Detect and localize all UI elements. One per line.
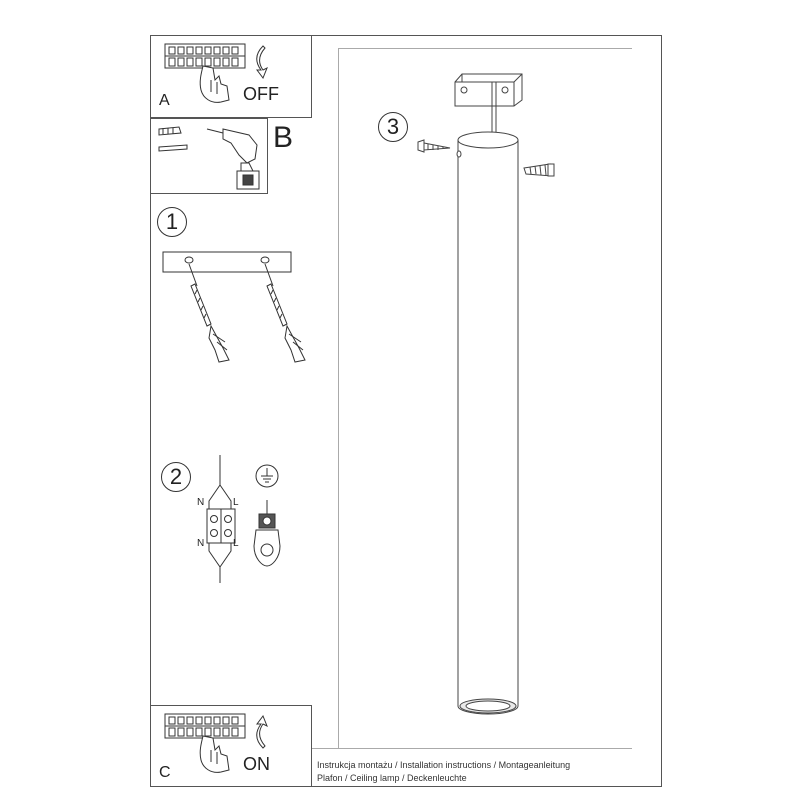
illustration-left-rule <box>338 48 339 748</box>
ground-connector-icon <box>253 500 281 567</box>
panel-b: B <box>150 118 293 194</box>
drill-icon <box>206 128 260 190</box>
panel-a-state: OFF <box>243 84 279 104</box>
panel-c-letter: C <box>159 764 171 781</box>
wire-label-n-bottom: N <box>197 538 205 549</box>
screw-and-plug-icon <box>158 126 188 152</box>
footer-line-1: Instrukcja montażu / Installation instru… <box>317 760 571 770</box>
down-arrow-icon <box>256 45 268 80</box>
page-frame <box>150 35 662 787</box>
screw-right-icon <box>523 163 555 177</box>
wire-label-l-top: L <box>233 497 239 508</box>
wall-plug-icon <box>188 263 230 363</box>
circuit-breaker-icon <box>164 43 246 103</box>
wire-label-n-top: N <box>197 497 205 508</box>
terminal-block-icon <box>206 455 236 583</box>
screw-left-icon <box>417 139 451 153</box>
wall-plug-icon <box>264 263 306 363</box>
ceiling-lamp-illustration <box>454 73 523 715</box>
step-3-number: 3 <box>386 114 400 139</box>
circuit-breaker-icon <box>164 713 246 773</box>
step-1-number: 1 <box>165 209 179 234</box>
wire-label-l-bottom: L <box>233 538 239 549</box>
footer-line-2: Plafon / Ceiling lamp / Deckenleuchte <box>317 773 467 783</box>
panel-b-letter: B <box>273 121 294 154</box>
panel-a-letter: A <box>159 92 170 109</box>
step-1-badge: 1 <box>157 207 187 237</box>
panel-c: C ON <box>150 705 312 787</box>
panel-a: A OFF <box>150 35 312 118</box>
ground-symbol-icon <box>255 464 279 488</box>
step-2-badge: 2 <box>161 462 191 492</box>
illustration-bottom-rule <box>312 748 632 749</box>
illustration-top-rule <box>338 48 632 49</box>
mounting-bracket-icon <box>162 251 292 273</box>
step-3-badge: 3 <box>378 112 408 142</box>
up-arrow-icon <box>256 714 268 749</box>
panel-c-state: ON <box>243 754 270 774</box>
step-2-number: 2 <box>169 464 183 489</box>
